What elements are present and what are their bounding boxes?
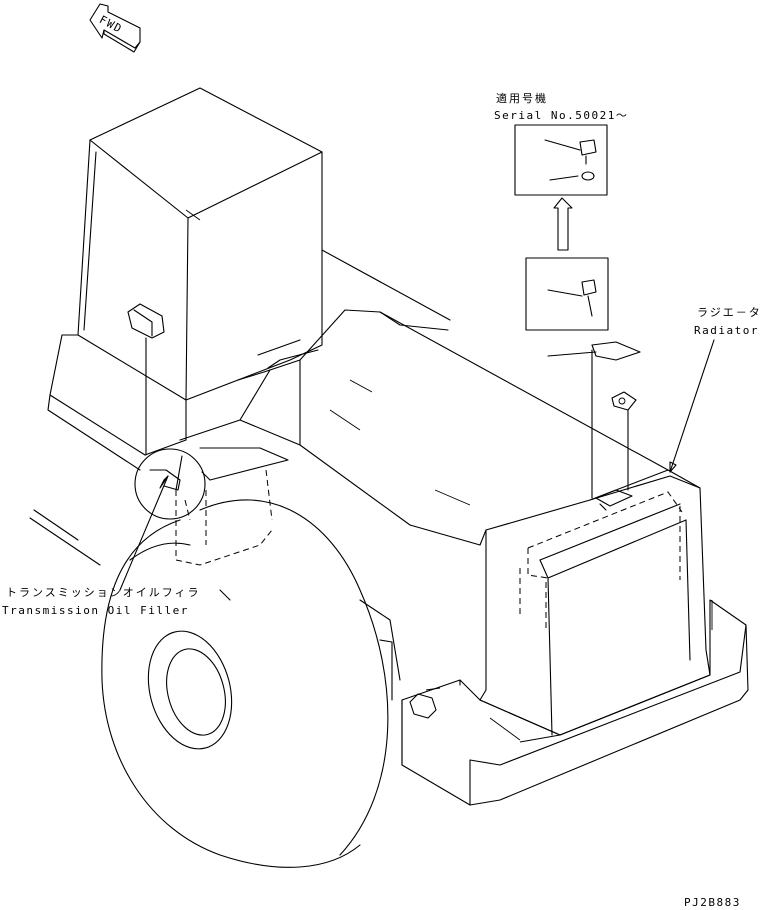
old-bolt-box (525, 257, 609, 331)
brackets (547, 341, 641, 511)
serial-detail (514, 124, 609, 331)
front-wheel (29, 499, 401, 868)
serial-label-en: Serial No.50021〜 (494, 109, 628, 122)
fwd-arrow-icon: FWD (89, 3, 141, 53)
transmission-leader (119, 475, 169, 591)
radiator-label-en: Radiator (694, 324, 759, 337)
transmission-label-en: Transmission Oil Filler (2, 604, 189, 617)
radiator-arrow-icon (669, 461, 677, 473)
hidden-lines (175, 469, 273, 566)
transmission-arrow-icon (159, 475, 169, 489)
transmission-label-jp: トランスミッションオイルフィラ (6, 586, 201, 599)
fwd-label: FWD (97, 13, 125, 36)
rear-hood (479, 469, 711, 736)
drawing-code: PJ2B883 (684, 896, 741, 909)
serial-label-jp: 適用号機 (496, 91, 548, 105)
up-arrow-icon (553, 197, 573, 251)
counterweight (401, 599, 749, 806)
radiator-label-jp: ラジエ－タ (697, 306, 760, 319)
filler-cap-icon (127, 303, 165, 456)
cab (77, 87, 323, 441)
radiator-leader (669, 339, 715, 473)
detail-circle (134, 448, 211, 520)
frame (47, 249, 669, 546)
new-bolt-box (514, 124, 608, 196)
